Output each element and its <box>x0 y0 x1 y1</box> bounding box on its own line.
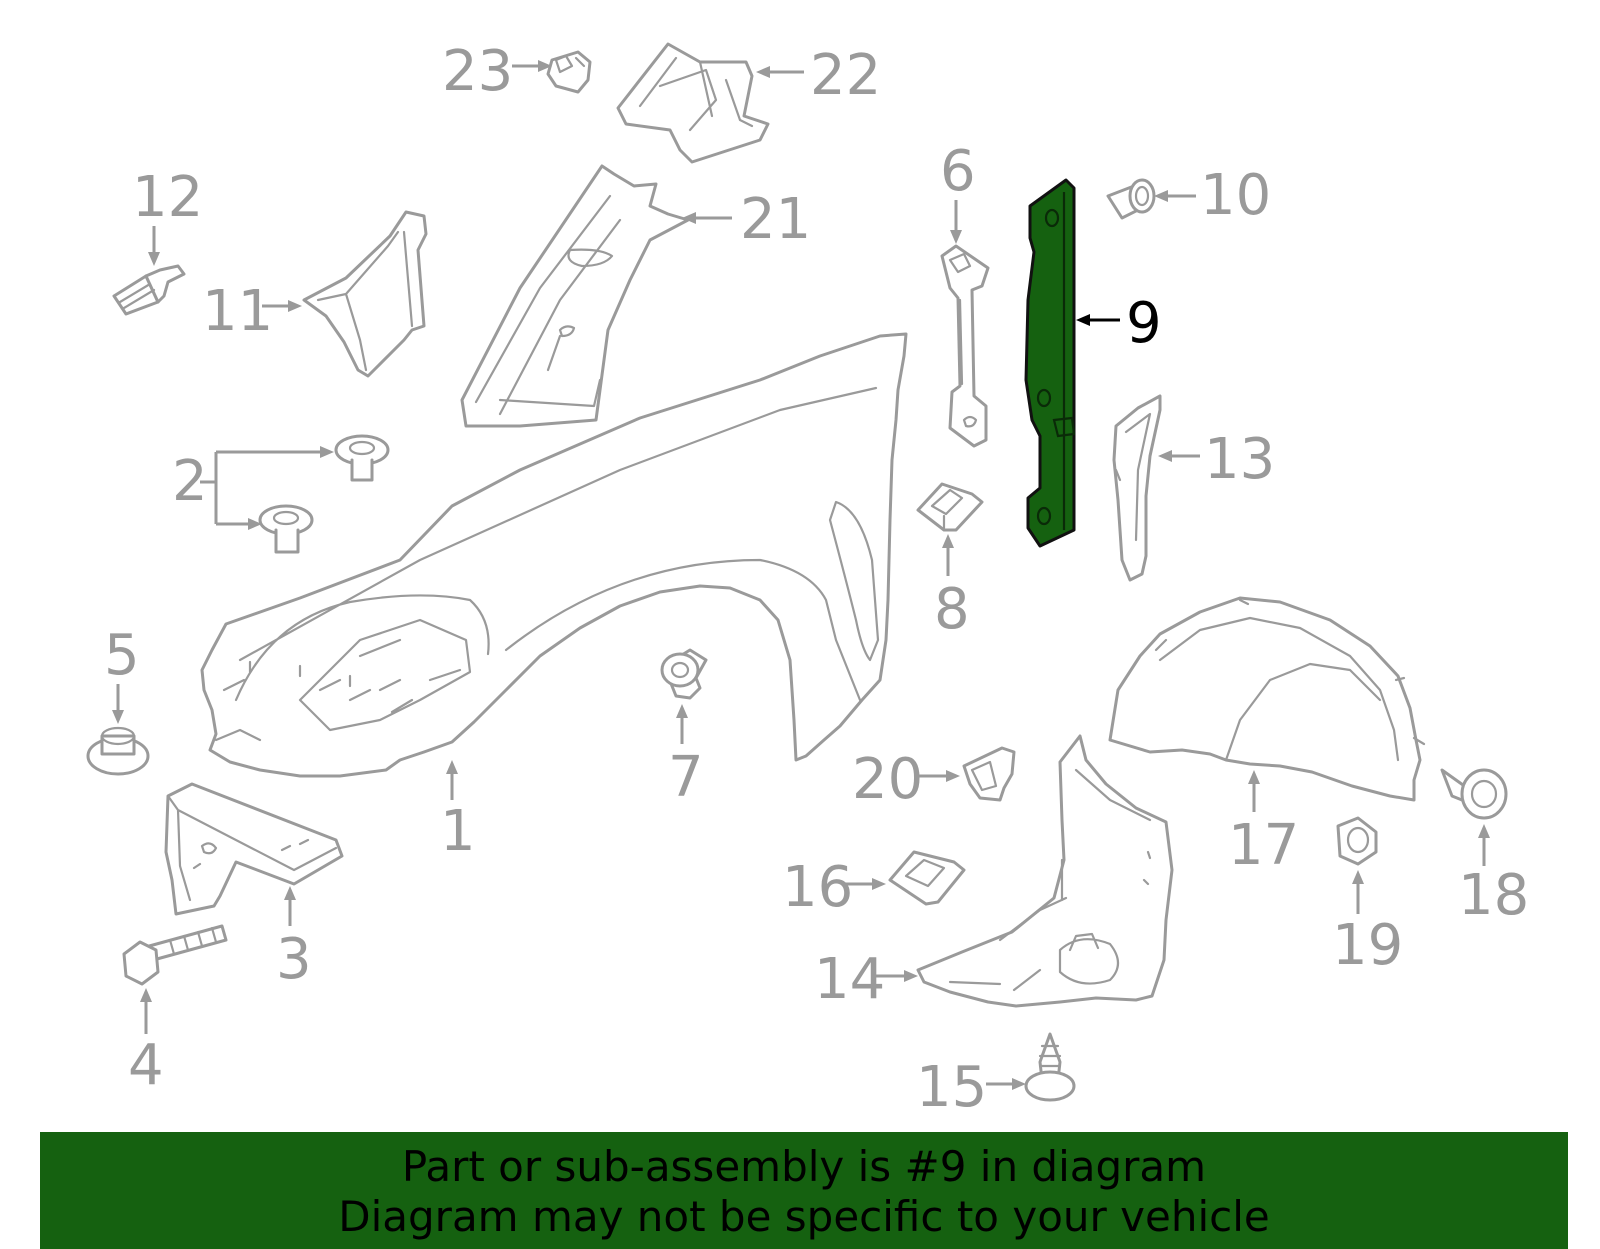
leader-15 <box>986 1078 1026 1090</box>
callout-2[interactable]: 2 <box>172 449 208 514</box>
part-20-clip[interactable] <box>962 746 1016 802</box>
banner-line-part: Part or sub-assembly is #9 in diagram <box>401 1142 1207 1191</box>
callout-21[interactable]: 21 <box>740 187 811 252</box>
callout-17[interactable]: 17 <box>1228 813 1299 878</box>
part-16-clip-nut[interactable] <box>888 850 966 906</box>
callout-20[interactable]: 20 <box>852 747 923 812</box>
part-2-grommet-upper[interactable] <box>334 434 390 482</box>
callout-18[interactable]: 18 <box>1458 863 1529 928</box>
leader-19 <box>1352 870 1364 914</box>
callout-14[interactable]: 14 <box>814 947 885 1012</box>
leader-16 <box>844 878 886 890</box>
leader-1 <box>446 760 458 800</box>
leader-6 <box>950 200 962 244</box>
leader-3 <box>284 886 296 926</box>
part-23-clip[interactable] <box>546 50 592 94</box>
part-3-bracket[interactable] <box>164 782 344 916</box>
leader-14 <box>876 970 918 982</box>
part-22-bracket[interactable] <box>616 42 770 164</box>
leader-10 <box>1154 190 1196 202</box>
part-5-nut[interactable] <box>86 726 150 776</box>
leader-18 <box>1478 824 1490 866</box>
part-13-trim[interactable] <box>1112 394 1162 582</box>
part-14-splash-liner[interactable] <box>916 734 1174 1008</box>
part-7-grommet[interactable] <box>660 648 708 700</box>
leader-22 <box>756 66 804 78</box>
callout-4[interactable]: 4 <box>128 1033 164 1098</box>
callout-11[interactable]: 11 <box>202 279 273 344</box>
part-2-grommet-lower[interactable] <box>258 504 314 554</box>
leader-17 <box>1248 770 1260 812</box>
part-15-screw[interactable] <box>1024 1032 1076 1102</box>
leader-21 <box>682 212 732 224</box>
leader-4 <box>140 988 152 1034</box>
leader-9 <box>1076 314 1120 326</box>
info-banner: Part or sub-assembly is #9 in diagram Di… <box>40 1132 1568 1249</box>
callout-3[interactable]: 3 <box>276 927 312 992</box>
leader-7 <box>676 704 688 744</box>
callout-10[interactable]: 10 <box>1200 163 1271 228</box>
part-21-fender-panel[interactable] <box>460 164 690 428</box>
part-4-bolt[interactable] <box>122 924 228 986</box>
part-19-nut[interactable] <box>1336 816 1378 866</box>
callout-23[interactable]: 23 <box>442 39 513 104</box>
callout-13[interactable]: 13 <box>1204 427 1275 492</box>
callout-15[interactable]: 15 <box>916 1055 987 1120</box>
callout-1[interactable]: 1 <box>440 799 476 864</box>
callout-19[interactable]: 19 <box>1332 913 1403 978</box>
part-12-push-pin[interactable] <box>112 264 186 316</box>
leader-12 <box>148 226 160 266</box>
leader-8 <box>942 534 954 576</box>
leader-23 <box>512 60 552 72</box>
part-6-bracket[interactable] <box>940 244 990 448</box>
callout-16[interactable]: 16 <box>782 855 853 920</box>
part-18-screw[interactable] <box>1440 768 1508 820</box>
part-8-clip-nut[interactable] <box>916 482 984 532</box>
leader-11 <box>262 300 302 312</box>
callout-7[interactable]: 7 <box>668 745 704 810</box>
leader-2 <box>200 446 334 530</box>
callout-6[interactable]: 6 <box>940 139 976 204</box>
callout-22[interactable]: 22 <box>810 43 881 108</box>
callout-5[interactable]: 5 <box>104 623 140 688</box>
part-10-plug[interactable] <box>1106 178 1156 220</box>
part-11-shield[interactable] <box>302 210 428 378</box>
banner-line-disclaimer: Diagram may not be specific to your vehi… <box>338 1192 1270 1241</box>
part-1-fender[interactable] <box>200 332 908 778</box>
leader-20 <box>918 770 960 782</box>
callout-12[interactable]: 12 <box>132 165 203 230</box>
callout-8[interactable]: 8 <box>934 577 970 642</box>
callout-9[interactable]: 9 <box>1126 291 1162 356</box>
leader-5 <box>112 684 124 724</box>
part-9-highlighted-bracket[interactable] <box>1024 178 1076 548</box>
part-17-wheel-liner[interactable] <box>1108 596 1426 802</box>
leader-13 <box>1158 450 1200 462</box>
